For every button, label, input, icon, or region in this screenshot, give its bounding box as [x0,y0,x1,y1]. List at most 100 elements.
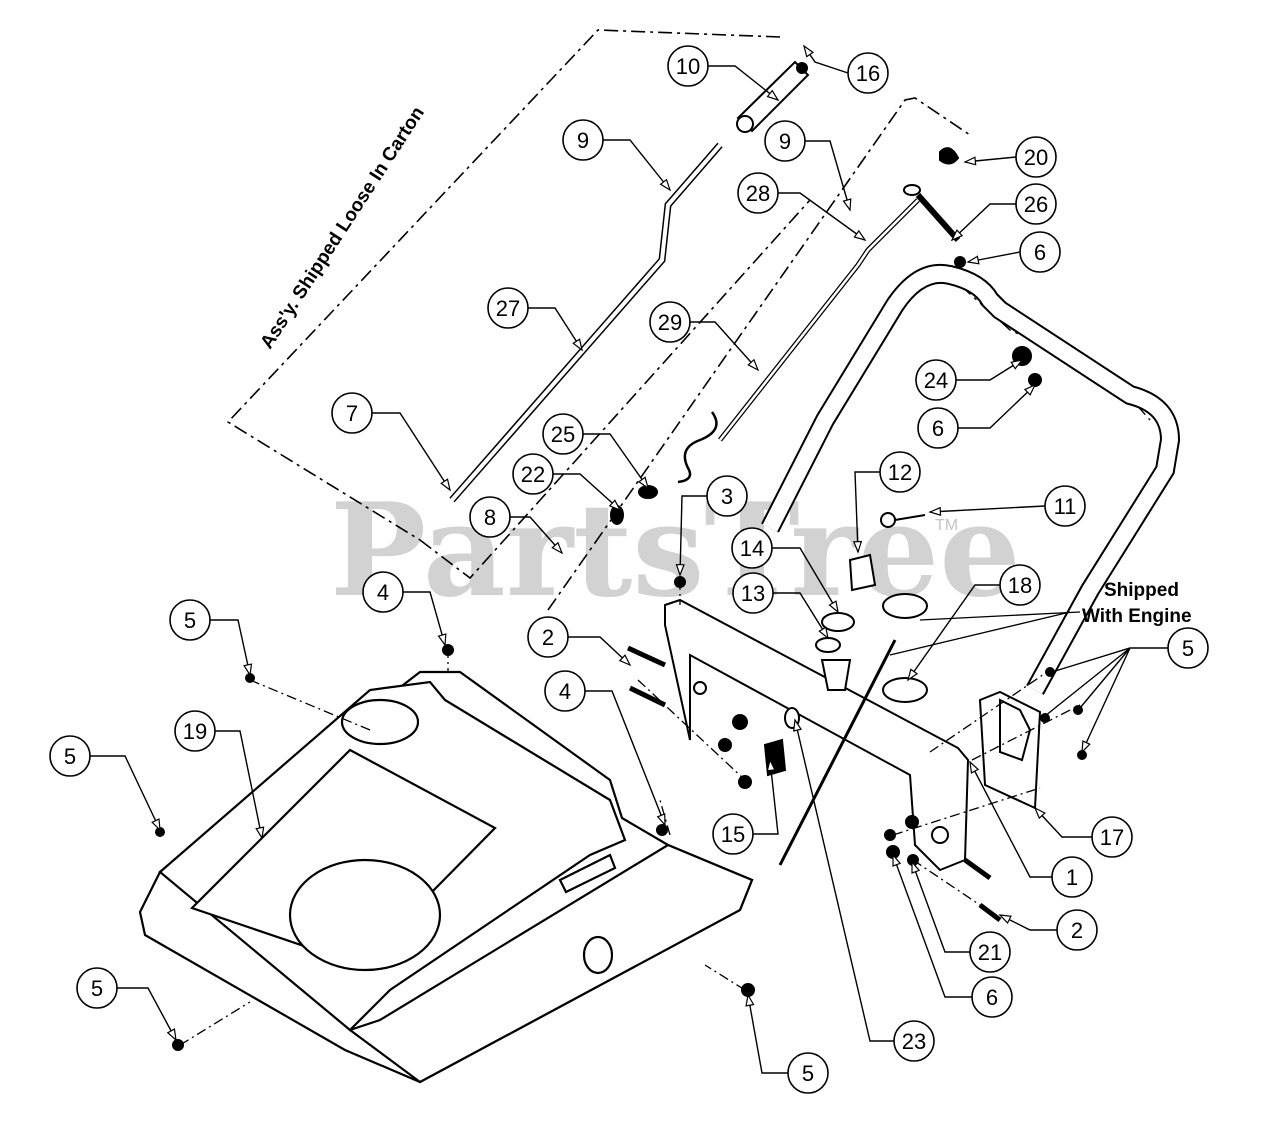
callout-arrowhead [1033,806,1046,820]
callout-21: 21 [911,860,1011,973]
callout-circle [764,120,806,162]
callout-leader [708,65,779,101]
callout-label: 11 [1054,494,1077,519]
callout-arrowhead [852,540,863,554]
callout-label: 16 [856,61,880,86]
callout-18: 18 [906,564,1041,682]
callout-24: 24 [915,359,1024,401]
engine-shroud [138,670,754,1084]
callout-15: 15 [712,758,779,855]
callout-arrowhead [906,668,919,682]
callout-label: 22 [521,462,545,487]
callout-label: 5 [64,744,76,769]
callout-circle [1056,909,1098,951]
hardware [155,576,1087,1051]
callout-circle [1051,856,1093,898]
callout-4: 4 [544,670,666,827]
callout-circle [544,670,586,712]
callout-23: 23 [792,718,935,1062]
callout-leader [753,759,779,835]
callout-circle [1044,485,1086,527]
callout-leader [679,495,707,576]
callout-circle [971,976,1013,1018]
callout-arrowhead [966,255,980,265]
callout-leader [794,719,894,1042]
callout-arrowhead [675,563,685,577]
callout-arrowhead [440,478,451,492]
callout-arrowhead [1081,740,1091,754]
callout-12: 12 [852,451,921,554]
callout-circle [787,1052,829,1094]
lower-handle-frame [761,263,1181,695]
callout-leader [747,994,788,1074]
callout-circle [487,287,529,329]
callout-label: 23 [902,1029,926,1054]
callout-label: 28 [746,181,770,206]
callout-label: 29 [658,310,682,335]
callout-arrowhead [766,89,780,102]
callout-circle [542,413,584,455]
callout-arrowhead [166,1028,177,1042]
callout-29: 29 [649,301,760,372]
callout-leader [773,592,829,639]
callout-5: 5 [1044,627,1209,754]
callout-arrowhead [656,813,666,827]
callout-circle [649,301,691,343]
callout-25: 25 [542,413,650,490]
callout-arrowhead [792,718,802,732]
callout-leader [951,203,1016,241]
callout-label: 17 [1100,825,1124,850]
callout-circle [999,564,1041,606]
callout-leader [1044,647,1168,753]
callout-label: 26 [1024,192,1048,217]
callout-16: 16 [803,44,889,94]
callout-6: 6 [917,383,1037,449]
callout-26: 26 [950,183,1057,242]
callout-3: 3 [675,475,748,577]
callout-label: 4 [559,679,571,704]
callout-arrowhead [637,476,650,490]
callout-leader [372,412,451,491]
callout-label: 18 [1008,573,1032,598]
engine-note-line1: Shipped [1104,580,1179,601]
dashed-leaders [179,580,1081,1046]
callout-20: 20 [963,136,1057,178]
callout-leader [956,359,1023,381]
callout-leader [603,139,671,191]
callout-label: 4 [377,580,389,605]
callout-label: 8 [484,505,496,530]
callout-label: 9 [779,129,791,154]
callout-11: 11 [928,485,1086,527]
callout-17: 17 [1033,806,1133,858]
callout-6: 6 [892,853,1013,1018]
callout-leader [403,591,446,646]
callout-5: 5 [49,735,161,832]
callout-label: 27 [496,296,520,321]
callout-leader [911,861,970,953]
callout-circle [76,967,118,1009]
engine-note-leaders [889,611,1081,656]
callout-leader [1034,807,1092,838]
callout-leader [969,761,1052,878]
callout-5: 5 [169,599,253,677]
callout-leader [90,755,161,831]
callout-circle [512,453,554,495]
choke-rod [778,639,897,866]
callout-arrowhead [618,654,632,667]
callout-arrowhead [766,758,776,772]
watermark-trademark: TM [935,517,958,534]
callout-leader [510,516,563,554]
callout-arrowhead [1023,383,1037,396]
callout-arrowhead [911,860,921,874]
callout-leader [528,307,583,351]
callout-leader [568,636,631,666]
callout-leader [553,473,621,511]
callout-19: 19 [174,710,265,840]
callout-arrowhead [803,44,815,58]
callout-label: 9 [577,128,589,153]
callout-leader [778,192,866,241]
callout-leader [958,384,1036,429]
callout-circle [1015,183,1057,225]
